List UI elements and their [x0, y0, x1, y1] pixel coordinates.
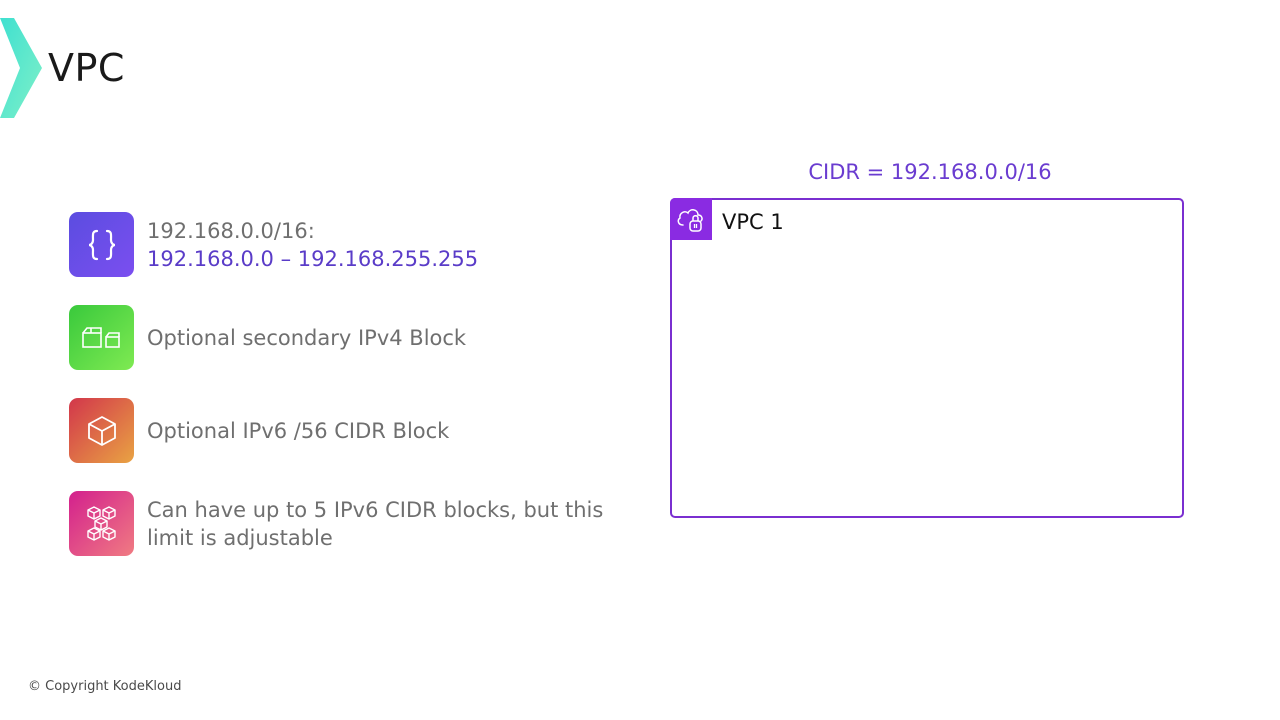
vpc-cloud-lock-icon — [670, 198, 712, 240]
bullet-text: 192.168.0.0/16: 192.168.0.0 – 192.168.25… — [147, 217, 478, 273]
vpc-name: VPC 1 — [722, 210, 784, 234]
bullet-ipv6-block: Optional IPv6 /56 CIDR Block — [69, 398, 609, 463]
bullet-secondary-ipv4: Optional secondary IPv4 Block — [69, 305, 609, 370]
slide-title: VPC — [48, 46, 125, 90]
bullet-text: Optional IPv6 /56 CIDR Block — [147, 418, 450, 443]
blocks-icon — [69, 305, 134, 370]
ip-range: 192.168.0.0 – 192.168.255.255 — [147, 246, 479, 271]
cidr-label: CIDR = 192.168.0.0/16 — [808, 160, 1052, 184]
vpc-container: VPC 1 — [670, 198, 1184, 518]
bullet-ipv6-limit: Can have up to 5 IPv6 CIDR blocks, but t… — [69, 491, 609, 556]
cube-icon — [69, 398, 134, 463]
bullet-cidr-range: 192.168.0.0/16: 192.168.0.0 – 192.168.25… — [69, 212, 609, 277]
bullet-text: Can have up to 5 IPv6 CIDR blocks, but t… — [147, 497, 604, 550]
braces-icon — [69, 212, 134, 277]
cubes-icon — [69, 491, 134, 556]
cidr-notation: 192.168.0.0/16: — [147, 218, 315, 243]
bullet-text: Optional secondary IPv4 Block — [147, 325, 467, 350]
copyright-notice: © Copyright KodeKloud — [28, 679, 182, 694]
kodekloud-logo-mark — [0, 18, 42, 118]
